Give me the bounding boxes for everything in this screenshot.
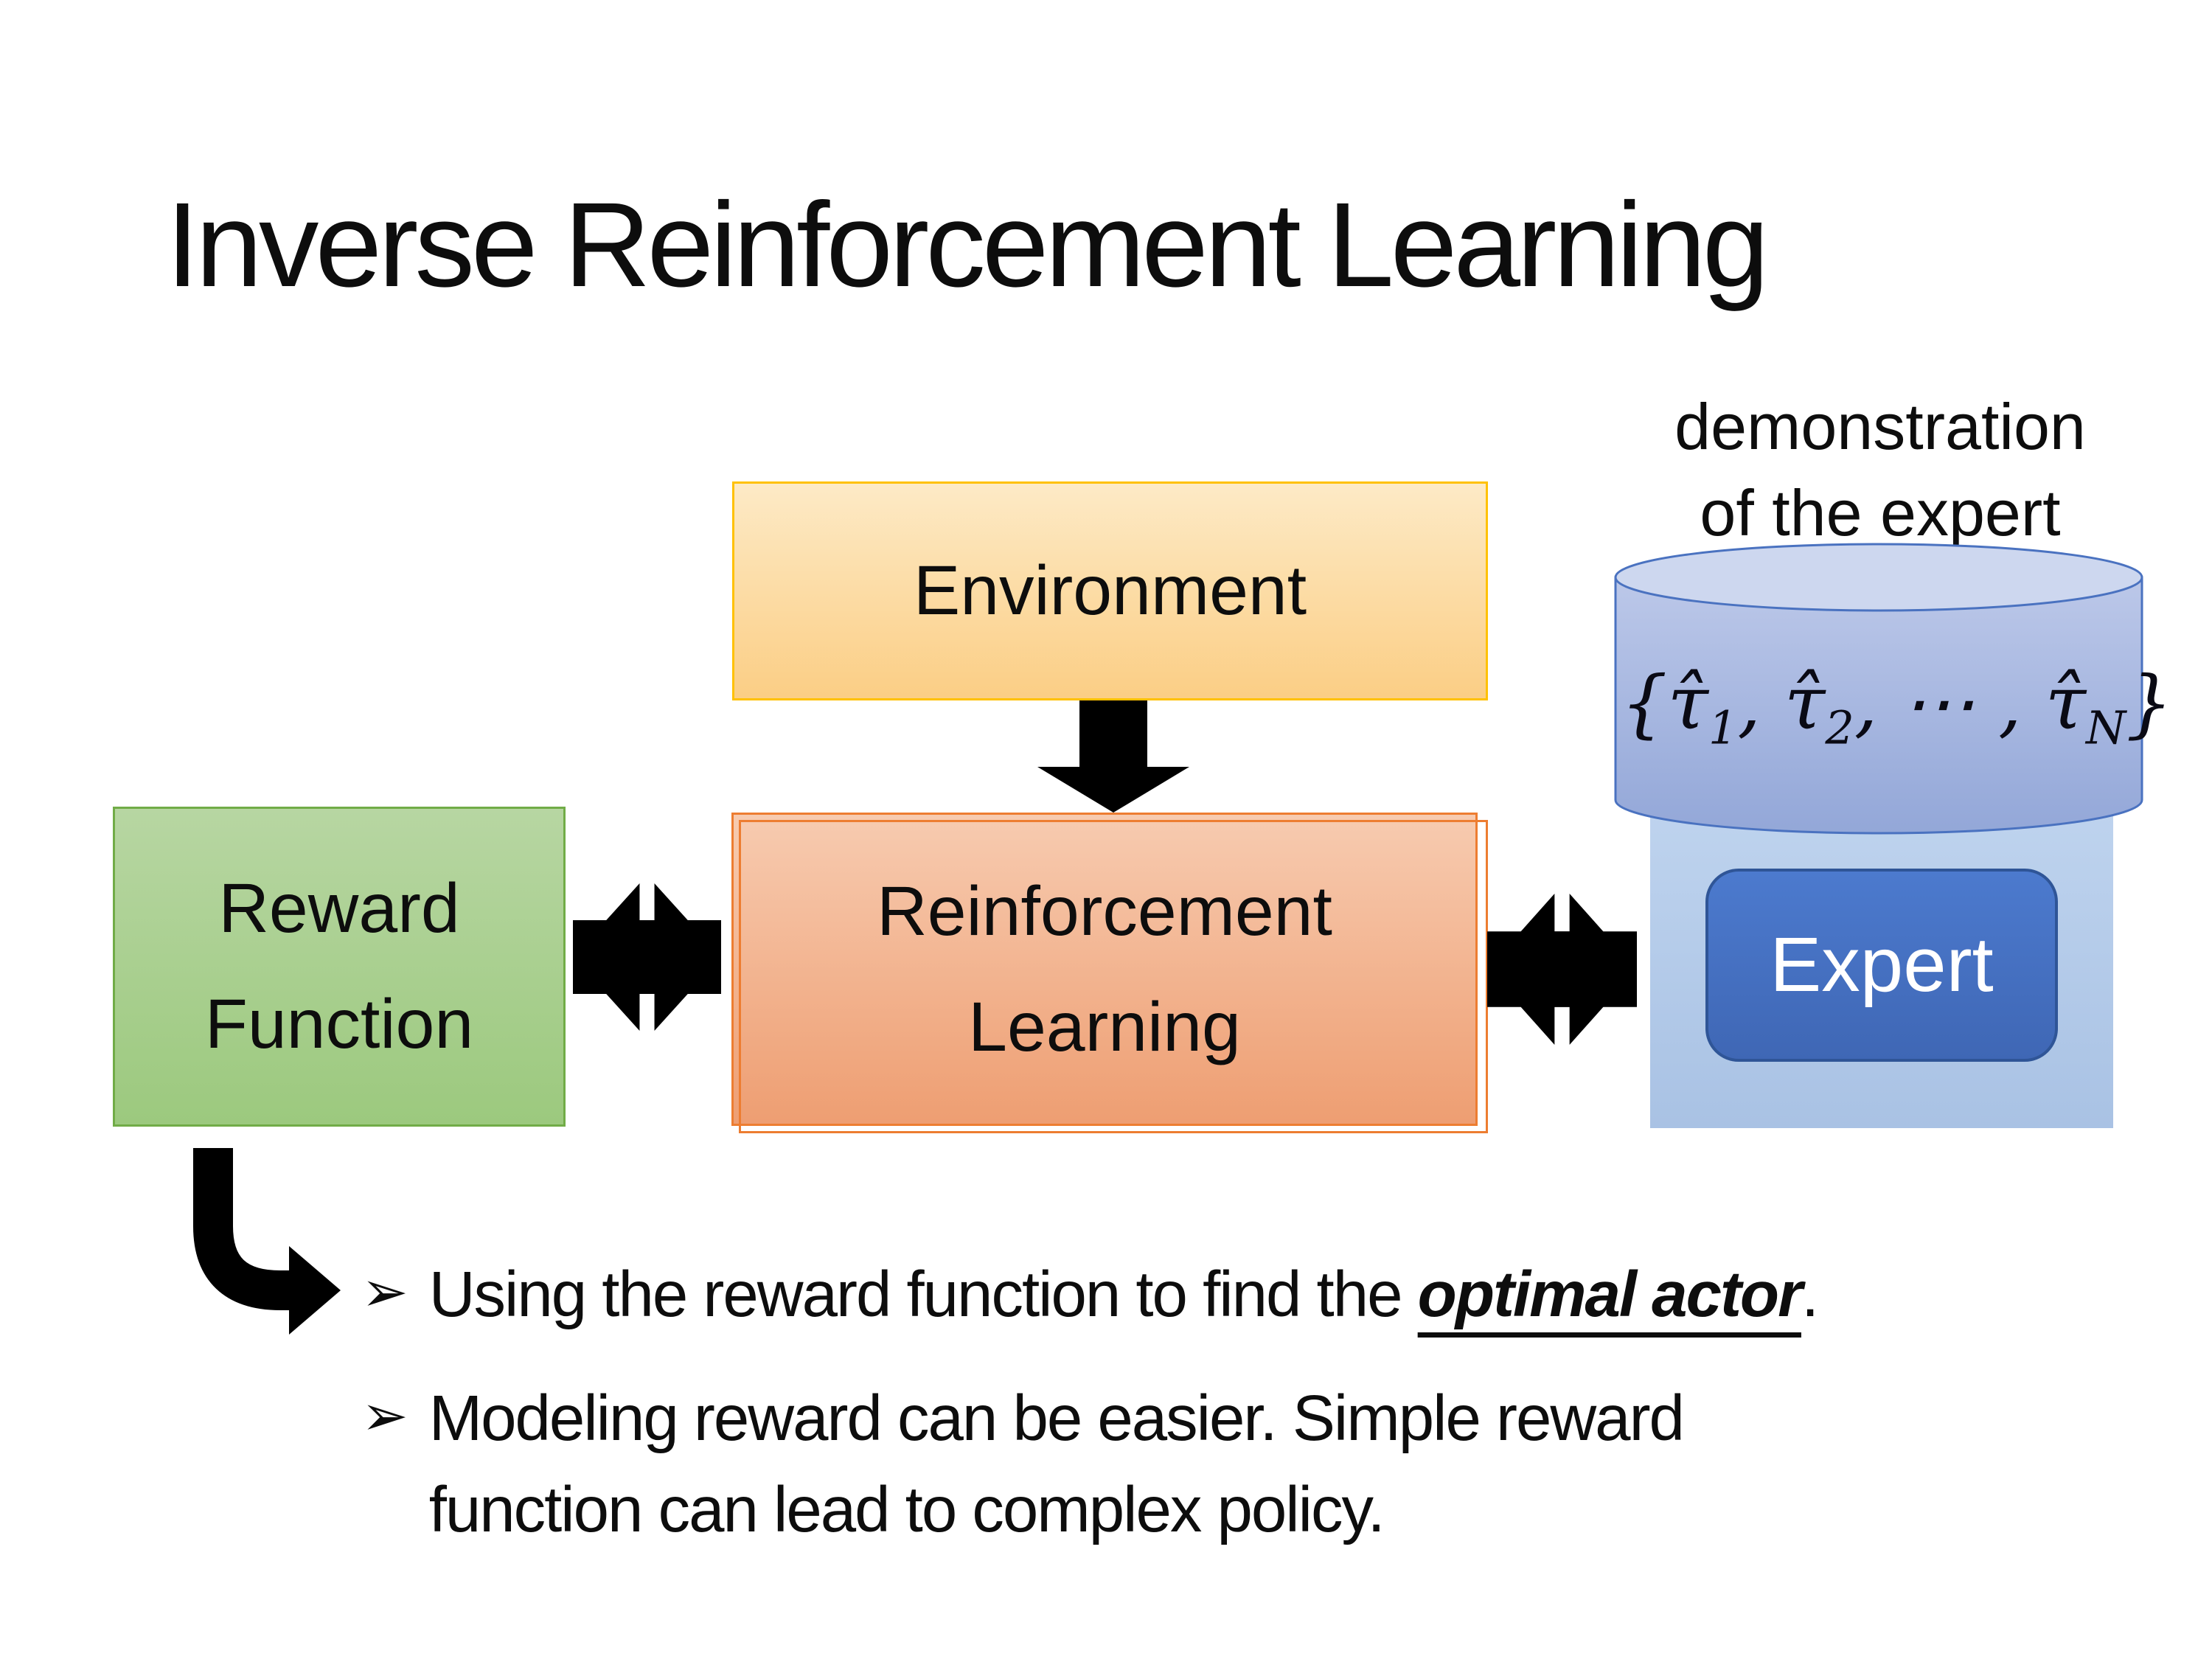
- bent-arrow-icon: [193, 1148, 341, 1335]
- bullet-2-line2: function can lead to complex policy.: [428, 1473, 1385, 1545]
- trajectory-set-formula: {τ̂1, τ̂2, ⋯ , τ̂N}: [1621, 660, 2173, 755]
- bullet-1-text: Using the reward function to find the op…: [428, 1249, 1819, 1340]
- expert-label: Expert: [1770, 922, 1994, 1008]
- environment-box: Environment: [732, 481, 1488, 700]
- formula-close: }: [2126, 660, 2173, 746]
- reward-function-label-line2: Function: [204, 985, 474, 1063]
- expert-box: Expert: [1705, 869, 2058, 1062]
- demonstration-label-line1: demonstration: [1674, 390, 2086, 463]
- double-arrow-right-icon: [1487, 894, 1637, 1045]
- bullet-1-prefix: Using the reward function to find the: [428, 1259, 1418, 1330]
- reinforcement-learning-label-line2: Learning: [968, 987, 1241, 1066]
- environment-label: Environment: [913, 552, 1307, 630]
- bullet-arrow-icon: ➢: [361, 1385, 408, 1447]
- double-arrow-left-icon: [573, 883, 721, 1031]
- bullet-2-line1: Modeling reward can be easier. Simple re…: [428, 1382, 1685, 1454]
- bullet-1-suffix: .: [1801, 1259, 1819, 1330]
- down-arrow-icon: [1037, 700, 1189, 813]
- page-title: Inverse Reinforcement Learning: [166, 177, 1769, 312]
- formula-sub1: 1: [1708, 700, 1738, 755]
- reward-function-label-line1: Reward: [218, 869, 460, 948]
- demonstration-label-line2: of the expert: [1700, 476, 2061, 550]
- bullet-arrow-icon: ➢: [361, 1261, 408, 1324]
- formula-mid1: , τ̂: [1737, 660, 1826, 746]
- reinforcement-learning-box-outline: [739, 820, 1488, 1133]
- demonstration-label: demonstration of the expert: [1548, 383, 2212, 556]
- reward-function-box: Reward Function: [113, 807, 566, 1127]
- bullet-item-2: ➢ Modeling reward can be easier. Simple …: [361, 1373, 1685, 1555]
- bullet-1-emphasis: optimal actor: [1417, 1259, 1803, 1330]
- bullet-item-1: ➢ Using the reward function to find the …: [361, 1249, 1819, 1340]
- reinforcement-learning-box: Reinforcement Learning: [731, 813, 1478, 1126]
- bullet-2-text: Modeling reward can be easier. Simple re…: [428, 1373, 1685, 1555]
- demonstration-database-icon: [1614, 543, 2143, 835]
- formula-sub2: 2: [1825, 700, 1854, 755]
- formula-subN: N: [2086, 700, 2126, 755]
- formula-mid2: , ⋯ , τ̂: [1854, 660, 2087, 746]
- reinforcement-learning-label-line1: Reinforcement: [877, 872, 1332, 950]
- formula-open: {τ̂: [1621, 660, 1708, 746]
